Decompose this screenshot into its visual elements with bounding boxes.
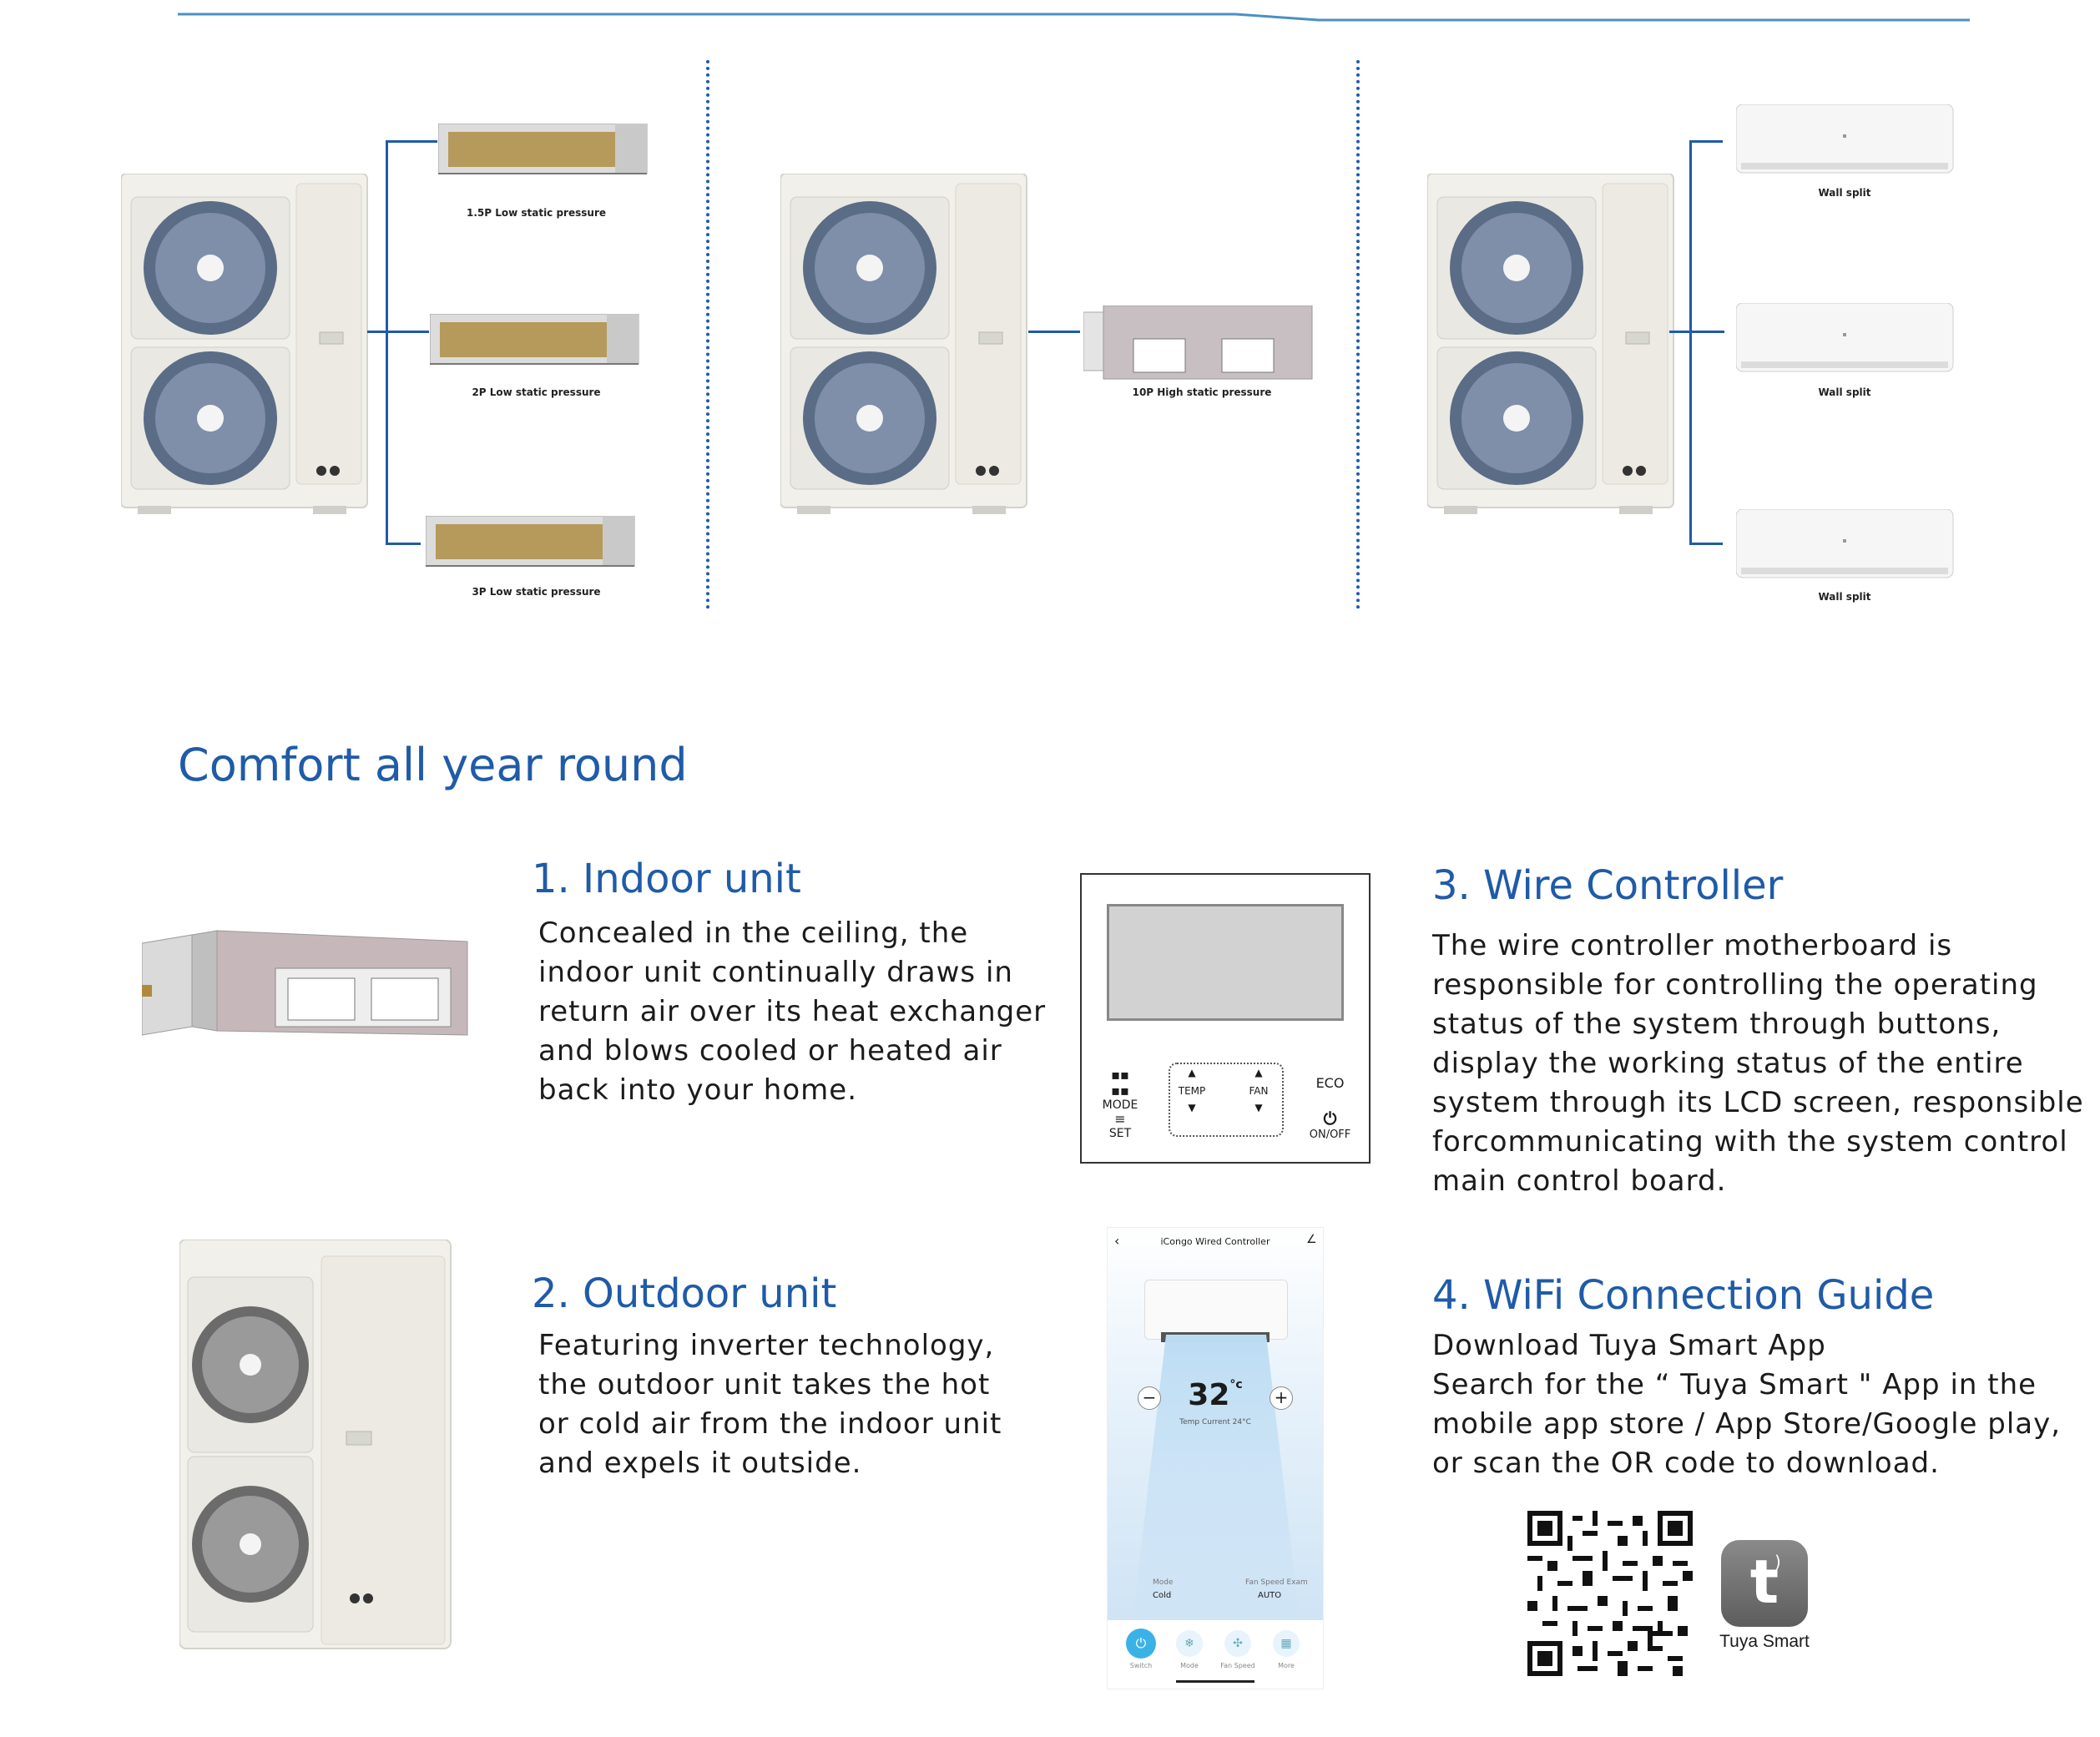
outdoor-unit-image-left <box>121 174 371 516</box>
duct-caption-2: 2P Low static pressure <box>472 386 601 398</box>
phone-app-screenshot: ‹ iCongo Wired Controller ∠ − + 32°c Tem… <box>1107 1227 1324 1689</box>
header-rule <box>178 13 1970 22</box>
connector-middle <box>1028 331 1080 333</box>
current-temp-label: Temp Current 24°C <box>1179 1418 1251 1426</box>
wall-split-image-1 <box>1736 104 1955 176</box>
snowflake-icon: ❄ <box>1176 1630 1203 1657</box>
airflow-graphic <box>1133 1335 1300 1618</box>
indoor-title: 1. Indoor unit <box>532 856 801 902</box>
mode-value: Cold <box>1153 1591 1172 1600</box>
qr-code[interactable] <box>1527 1511 1693 1676</box>
divider-left <box>706 60 709 609</box>
back-icon: ‹ <box>1114 1233 1120 1249</box>
fan-value: AUTO <box>1258 1591 1282 1600</box>
wall-split-image-2 <box>1736 303 1955 375</box>
controller-power-button: ⏻ ON/OFF <box>1307 1108 1353 1141</box>
wall-split-caption-3: Wall split <box>1818 591 1871 603</box>
arrow-up-icon: ▲ <box>1188 1067 1196 1078</box>
indoor-unit-image <box>142 927 476 1043</box>
section-title: Comfort all year round <box>178 739 688 791</box>
high-static-caption: 10P High static pressure <box>1132 386 1272 398</box>
more-icon: ▦ <box>1273 1630 1300 1657</box>
power-icon: ⏻ <box>1323 1108 1337 1129</box>
duct-caption-1: 1.5P Low static pressure <box>466 207 607 219</box>
wire-controller-image: ▪▪▪▪ MODE ≡ SET ▲ TEMP ▼ ▲ FAN ▼ ECO ⏻ O… <box>1080 873 1371 1164</box>
fan-icon: ✣ <box>1224 1630 1251 1657</box>
controller-eco-label: ECO <box>1315 1075 1345 1091</box>
wall-split-caption-2: Wall split <box>1818 386 1871 398</box>
controller-temp-button: ▲ TEMP ▼ <box>1175 1067 1209 1113</box>
edit-icon: ∠ <box>1306 1233 1317 1246</box>
tuya-logo-glyph: t <box>1749 1547 1779 1617</box>
plus-icon: + <box>1270 1386 1293 1410</box>
high-static-duct-image <box>1083 305 1317 381</box>
minus-icon: − <box>1138 1386 1161 1410</box>
indoor-description: Concealed in the ceiling, the indoor uni… <box>538 916 1047 1107</box>
controller-mode-button: ▪▪▪▪ MODE <box>1102 1067 1138 1112</box>
arrow-down-icon: ▼ <box>1254 1102 1263 1113</box>
duct-unit-image-2 <box>430 314 647 372</box>
divider-right <box>1356 60 1360 609</box>
outdoor-unit-image-right <box>1427 174 1678 516</box>
tuya-smart-label: Tuya Smart <box>1719 1632 1810 1651</box>
outdoor-unit-image-middle <box>780 174 1031 516</box>
arrow-down-icon: ▼ <box>1188 1102 1196 1113</box>
phone-header-title: iCongo Wired Controller <box>1160 1236 1270 1247</box>
wall-split-image-3 <box>1736 509 1955 581</box>
controller-set-button: ≡ SET <box>1102 1111 1138 1140</box>
wire-controller-title: 3. Wire Controller <box>1432 862 1784 909</box>
controller-arrow-pad <box>1169 1063 1284 1137</box>
arrow-up-icon: ▲ <box>1254 1067 1263 1078</box>
temperature-display: 32°c <box>1188 1378 1243 1412</box>
outdoor-title: 2. Outdoor unit <box>532 1270 837 1317</box>
tuya-app-icon[interactable]: t ) <box>1721 1540 1808 1627</box>
duct-unit-image-1 <box>438 124 655 182</box>
grid-icon: ▪▪▪▪ <box>1111 1067 1129 1098</box>
wifi-guide-description: Download Tuya Smart App Search for the “… <box>1432 1329 2062 1480</box>
ac-unit-icon <box>1144 1280 1288 1340</box>
wifi-signal-icon: ) <box>1774 1552 1781 1572</box>
wifi-guide-title: 4. WiFi Connection Guide <box>1432 1272 1935 1319</box>
wire-controller-description: The wire controller motherboard is respo… <box>1432 929 2084 1198</box>
controller-lcd-screen <box>1107 904 1344 1021</box>
wall-split-caption-1: Wall split <box>1818 187 1871 199</box>
outdoor-description: Featuring inverter technology, the outdo… <box>538 1329 1002 1480</box>
menu-icon: ≡ <box>1114 1111 1126 1127</box>
duct-caption-3: 3P Low static pressure <box>472 586 601 598</box>
switch-icon: ⏻ <box>1126 1628 1156 1659</box>
controller-fan-button: ▲ FAN ▼ <box>1242 1067 1275 1113</box>
duct-unit-image-3 <box>426 516 643 574</box>
outdoor-unit-image <box>179 1240 455 1657</box>
